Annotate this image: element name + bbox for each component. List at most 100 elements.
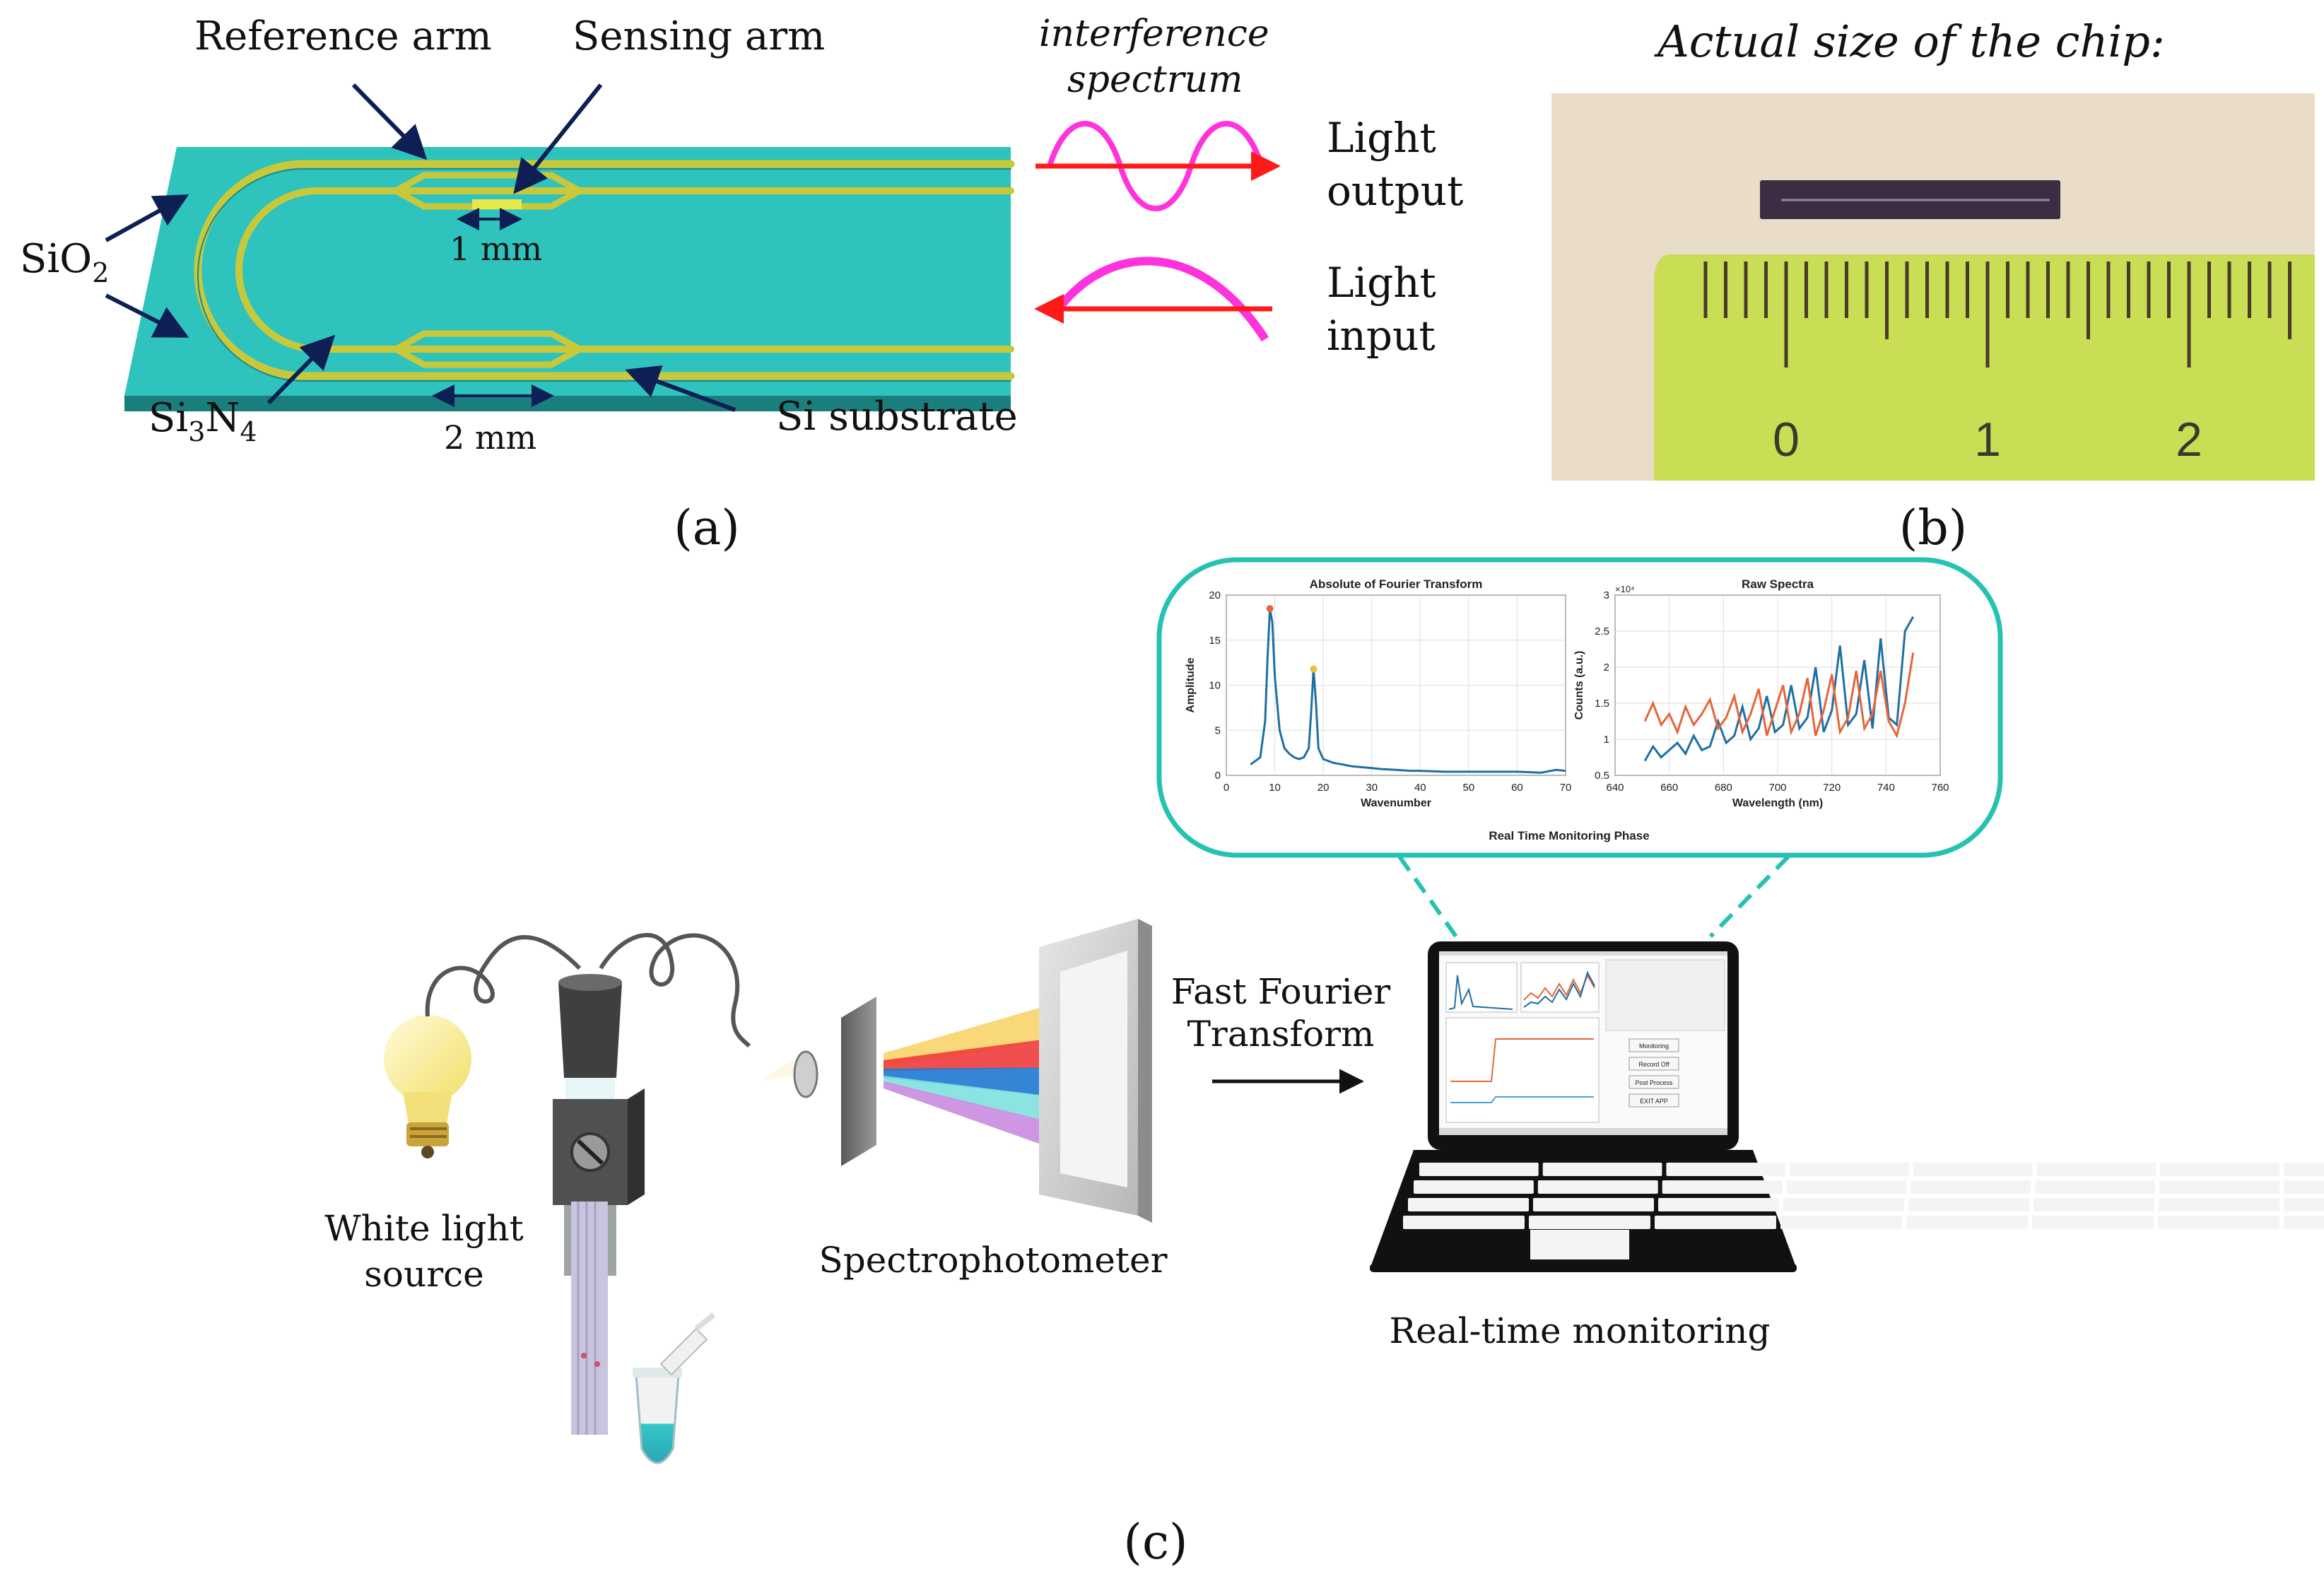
- key: [1403, 1216, 1525, 1229]
- light-output-line2: output: [1327, 167, 1463, 215]
- fft-label-line2: Transform: [1187, 1014, 1375, 1055]
- key: [1786, 1180, 1907, 1194]
- chart-title: Raw Spectra: [1742, 577, 1814, 591]
- light-input-line1: Light: [1327, 259, 1436, 307]
- lamp-icon: [384, 1015, 471, 1158]
- key: [2284, 1198, 2324, 1211]
- y-tick-label: 0: [1215, 770, 1221, 782]
- x-tick-label: 30: [1366, 782, 1378, 794]
- key: [1908, 1198, 2029, 1211]
- series-line: [1250, 608, 1566, 774]
- spectrophotometer-icon: [760, 919, 1152, 1223]
- dim-2mm: 2 mm: [432, 384, 554, 457]
- panel-b-title: Actual size of the chip:: [1654, 16, 2165, 67]
- key: [1529, 1216, 1650, 1229]
- key: [1662, 1180, 1783, 1194]
- key: [2034, 1198, 2154, 1211]
- y-multiplier: ×10⁴: [1615, 584, 1635, 594]
- laptop-screen-button-label: Monitoring: [1639, 1042, 1669, 1050]
- y-tick-label: 10: [1209, 680, 1221, 692]
- white-light-label-line1: White light: [324, 1208, 523, 1249]
- laptop-screen-button: [1628, 1057, 1679, 1071]
- reference-arm-arrow: [351, 83, 428, 160]
- key: [2032, 1216, 2154, 1229]
- ruler-ticks: [1703, 262, 2291, 368]
- key: [1408, 1198, 1529, 1211]
- y-tick-label: 1: [1604, 734, 1609, 746]
- key: [1913, 1163, 2033, 1176]
- key: [2159, 1198, 2279, 1211]
- x-tick-label: 20: [1317, 782, 1330, 794]
- laptop-screen-button-label: EXIT APP: [1640, 1098, 1668, 1105]
- key: [1533, 1198, 1654, 1211]
- si3n4-arrow: [266, 334, 336, 405]
- x-tick-label: 700: [1768, 782, 1786, 794]
- reference-arm-label: Reference arm: [194, 13, 492, 59]
- x-axis-label: Wavenumber: [1361, 797, 1431, 809]
- key: [1419, 1163, 1539, 1176]
- x-tick-label: 70: [1560, 782, 1572, 794]
- si3n4-label: Si3N4: [148, 395, 257, 447]
- laptop-screen-button: [1628, 1038, 1679, 1052]
- x-tick-label: 640: [1606, 782, 1624, 794]
- y-tick-label: 1.5: [1595, 698, 1609, 710]
- sio2-arrow-top: [105, 194, 189, 242]
- panel-a: Reference arm Sensing arm SiO2 1 mm Si3N…: [20, 13, 1463, 556]
- panel-a-label: (a): [674, 500, 740, 556]
- spectrophotometer-label: Spectrophotometer: [818, 1240, 1167, 1281]
- y-axis-label: Counts (a.u.): [1573, 651, 1585, 720]
- chart-title: Absolute of Fourier Transform: [1310, 577, 1483, 591]
- zoom-line-left: [1397, 855, 1458, 938]
- x-tick-label: 760: [1931, 782, 1949, 794]
- sensing-window: [472, 199, 522, 209]
- key: [1655, 1216, 1776, 1229]
- sio2-arrow-bottom: [105, 293, 189, 338]
- inset-caption: Real Time Monitoring Phase: [1489, 829, 1649, 842]
- key: [2284, 1216, 2324, 1229]
- x-tick-label: 40: [1414, 782, 1426, 794]
- fft-label-line1: Fast Fourier: [1171, 971, 1390, 1012]
- y-tick-label: 0.5: [1595, 770, 1609, 782]
- interference-label-line1: interference: [1039, 13, 1269, 55]
- panel-c-label: (c): [1123, 1515, 1187, 1570]
- ruler-number-2: 2: [2176, 413, 2202, 466]
- x-tick-label: 60: [1511, 782, 1523, 794]
- x-axis-label: Wavelength (nm): [1732, 797, 1823, 809]
- chip-side-face: [124, 396, 1011, 411]
- y-tick-label: 3: [1604, 589, 1609, 601]
- x-tick-label: 10: [1269, 782, 1281, 794]
- x-tick-label: 660: [1660, 782, 1678, 794]
- cable-right: [599, 933, 751, 1048]
- x-tick-label: 680: [1715, 782, 1732, 794]
- key: [2160, 1163, 2279, 1176]
- x-tick-label: 720: [1823, 782, 1841, 794]
- y-tick-label: 2.5: [1595, 625, 1609, 638]
- key: [1906, 1216, 2028, 1229]
- si-substrate-arrow: [625, 365, 736, 412]
- mzi-lower: [394, 330, 582, 368]
- sample-tube: [633, 1312, 716, 1464]
- x-tick-label: 0: [1223, 782, 1229, 794]
- key: [2158, 1216, 2279, 1229]
- light-input-line2: input: [1327, 312, 1436, 360]
- ruler-number-1: 1: [1974, 413, 2001, 466]
- series-line: [1643, 616, 1915, 762]
- si-substrate-label: Si substrate: [776, 394, 1018, 440]
- y-axis-label: Amplitude: [1185, 657, 1197, 712]
- peak-marker: [1266, 605, 1274, 613]
- sio2-label: SiO2: [20, 236, 109, 288]
- key: [1414, 1180, 1534, 1194]
- key: [2035, 1180, 2156, 1194]
- y-tick-label: 5: [1215, 724, 1221, 736]
- y-tick-label: 15: [1209, 635, 1221, 647]
- key: [1537, 1180, 1658, 1194]
- panel-b: Actual size of the chip: 0 1 2 (b): [1551, 16, 2315, 556]
- waveguide-loop: [194, 160, 1015, 382]
- sensing-arm-label: Sensing arm: [573, 13, 825, 59]
- interference-label-line2: spectrum: [1067, 59, 1243, 101]
